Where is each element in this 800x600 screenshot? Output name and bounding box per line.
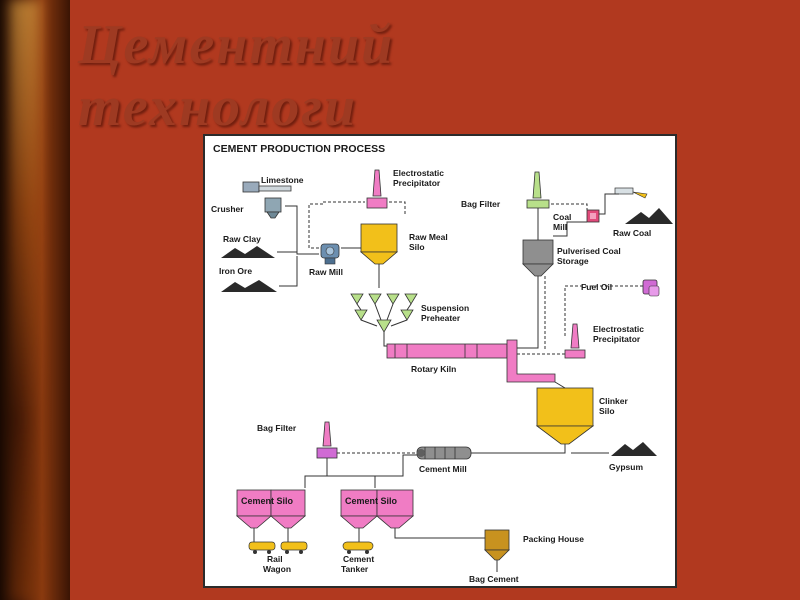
esp-top-label-2: Precipitator bbox=[393, 178, 441, 188]
cement-mill-icon bbox=[416, 446, 472, 460]
bag-filter-top-label: Bag Filter bbox=[461, 199, 501, 209]
cement-tanker-label-2: Tanker bbox=[341, 564, 369, 574]
gypsum-label: Gypsum bbox=[609, 462, 643, 472]
cement-silo-left-icon bbox=[235, 489, 307, 529]
esp-right-label-2: Precipitator bbox=[593, 334, 641, 344]
packing-house-icon bbox=[484, 529, 510, 561]
gypsum-pile-icon bbox=[611, 442, 657, 456]
rotary-kiln-label: Rotary Kiln bbox=[411, 364, 456, 374]
pulverised-coal-label-1: Pulverised Coal bbox=[557, 246, 621, 256]
preheater-label-2: Preheater bbox=[421, 313, 461, 323]
iron-ore-pile-icon bbox=[221, 280, 277, 292]
raw-coal-pile-icon bbox=[625, 208, 673, 224]
raw-coal-conveyor-icon bbox=[614, 187, 648, 199]
pulverised-coal-label-2: Storage bbox=[557, 256, 589, 266]
electrostatic-precipitator-right-icon bbox=[564, 323, 586, 359]
cement-silo-right-label: Cement Silo bbox=[345, 496, 398, 506]
cement-mill-label: Cement Mill bbox=[419, 464, 467, 474]
pulverised-coal-storage-icon bbox=[522, 239, 554, 277]
bag-filter-bottom-label: Bag Filter bbox=[257, 423, 297, 433]
slide-title: Цементний технологи bbox=[78, 14, 394, 138]
raw-meal-silo-label-1: Raw Meal bbox=[409, 232, 448, 242]
raw-clay-pile-icon bbox=[221, 246, 275, 258]
rotary-kiln-icon bbox=[386, 339, 556, 383]
limestone-label: Limestone bbox=[261, 175, 304, 185]
cement-tanker-label-1: Cement bbox=[343, 554, 374, 564]
cement-process-diagram: CEMENT PRODUCTION PROCESS Limestone Crus… bbox=[203, 134, 677, 588]
esp-top-label-1: Electrostatic bbox=[393, 168, 444, 178]
fuel-oil-label: Fuel Oil bbox=[581, 282, 612, 292]
bag-cement-label: Bag Cement bbox=[469, 574, 519, 584]
raw-mill-icon bbox=[320, 243, 340, 265]
rail-wagon-label-2: Wagon bbox=[263, 564, 291, 574]
coal-mill-label-1: Coal bbox=[553, 212, 571, 222]
rail-wagon-icon bbox=[248, 541, 308, 554]
raw-mill-label: Raw Mill bbox=[309, 267, 343, 277]
clinker-silo-icon bbox=[535, 387, 595, 445]
crusher-label: Crusher bbox=[211, 204, 244, 214]
slide-title-line-2: технологи bbox=[78, 76, 358, 138]
iron-ore-label: Iron Ore bbox=[219, 266, 252, 276]
cement-silo-left-label: Cement Silo bbox=[241, 496, 294, 506]
raw-coal-label: Raw Coal bbox=[613, 228, 651, 238]
raw-clay-label: Raw Clay bbox=[223, 234, 261, 244]
cement-silo-right-icon bbox=[339, 489, 415, 529]
raw-meal-silo-label-2: Silo bbox=[409, 242, 425, 252]
bag-filter-top-icon bbox=[526, 171, 550, 209]
electrostatic-precipitator-top-icon bbox=[366, 169, 388, 209]
esp-right-label-1: Electrostatic bbox=[593, 324, 644, 334]
limestone-crusher-icon bbox=[242, 181, 292, 219]
rail-wagon-label-1: Rail bbox=[267, 554, 283, 564]
decorative-left-strip bbox=[0, 0, 70, 600]
diagram-header: CEMENT PRODUCTION PROCESS bbox=[213, 143, 385, 155]
packing-house-label: Packing House bbox=[523, 534, 584, 544]
slide-title-line-1: Цементний bbox=[78, 14, 395, 76]
suspension-preheater-icon bbox=[350, 293, 418, 333]
raw-meal-silo-icon bbox=[359, 223, 399, 265]
coal-mill-icon bbox=[586, 209, 600, 223]
bag-filter-bottom-icon bbox=[316, 421, 338, 459]
fuel-oil-icon bbox=[642, 279, 660, 297]
cement-tanker-icon bbox=[342, 541, 374, 554]
preheater-label-1: Suspension bbox=[421, 303, 469, 313]
clinker-silo-label-2: Silo bbox=[599, 406, 615, 416]
coal-mill-label-2: Mill bbox=[553, 222, 567, 232]
clinker-silo-label-1: Clinker bbox=[599, 396, 629, 406]
